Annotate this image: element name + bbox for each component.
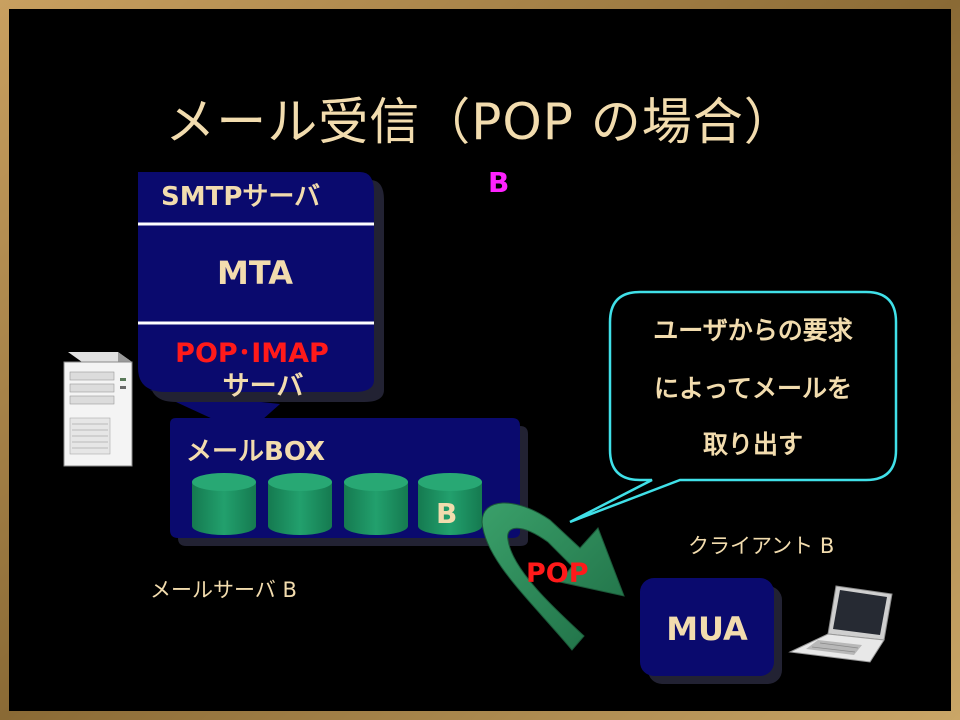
client-caption: クライアント B: [688, 534, 835, 558]
pop-imap-server-label: サーバ: [222, 371, 304, 402]
callout-bubble: [569, 290, 898, 524]
slide-title: メール受信（POP の場合）: [165, 93, 795, 151]
server-stack: [138, 172, 374, 392]
top-marker-label: B: [488, 166, 510, 199]
mail-cylinder: [344, 473, 408, 535]
callout-text-line-2: によってメールを: [653, 374, 852, 403]
callout-text-line-1: ユーザからの要求: [653, 316, 853, 345]
mailbox-label: メールBOX: [186, 437, 326, 467]
pop-arrow: [481, 502, 625, 651]
mail-cylinder: [268, 473, 332, 535]
pop-imap-label: POP･IMAP: [175, 338, 329, 369]
pop-arrow-label: POP: [526, 558, 589, 589]
mail-storage-cylinders: [192, 473, 482, 535]
smtp-server-label: SMTPサーバ: [161, 182, 321, 212]
mua-label: MUA: [666, 610, 748, 648]
mta-label: MTA: [217, 254, 293, 292]
laptop-icon: [788, 585, 893, 663]
mail-cylinder-b: [418, 473, 482, 535]
mailbox-b-label: B: [436, 497, 458, 530]
callout-text-line-3: 取り出す: [702, 430, 803, 459]
mua-box: [640, 578, 774, 676]
tower-server-icon: [63, 352, 133, 467]
mail-server-caption: メールサーバ B: [150, 578, 297, 602]
mail-cylinder: [192, 473, 256, 535]
